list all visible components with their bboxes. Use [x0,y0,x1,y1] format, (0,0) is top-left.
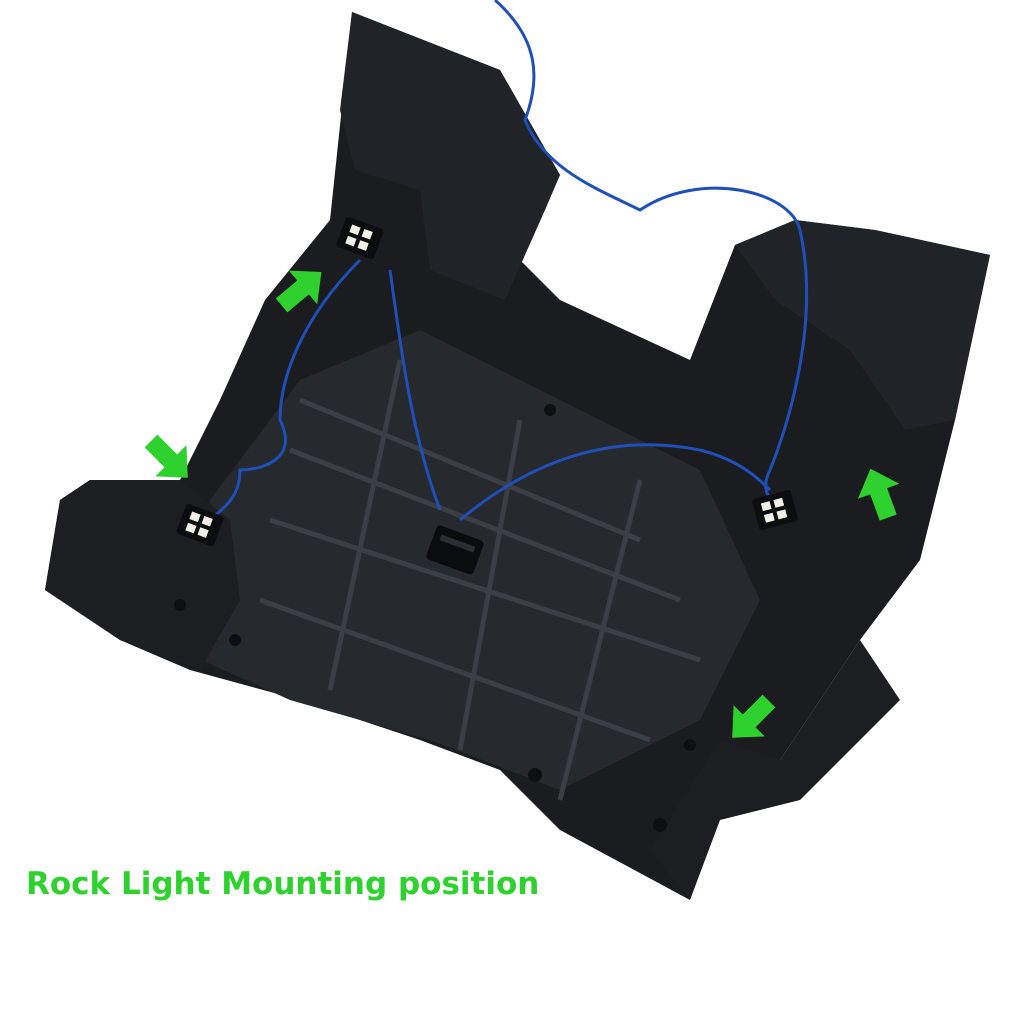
wire-center [388,269,442,511]
caption-text: Rock Light Mounting position [26,866,540,902]
floor-ribs [259,359,701,801]
mount-holes [174,404,696,832]
led-icon [760,497,788,523]
wiring [208,0,809,522]
rock-light-left [176,503,224,547]
marker-arrow-top-left [275,270,322,313]
rock-light-right [752,490,798,530]
left-wing [45,480,240,670]
connector-icon [426,525,484,575]
led-icon [185,511,213,538]
arrow-icon [275,270,322,313]
wire-middle-right [459,443,772,522]
rock-light-top-left [336,216,384,260]
arrow-icon [144,434,188,478]
right-tower [735,220,990,430]
left-tower [340,12,560,300]
wire-top [494,0,802,231]
wire-right [764,229,809,502]
marker-arrow-bottom-right [732,694,776,738]
marker-arrow-left [144,434,188,478]
marker-arrow-right [857,468,900,521]
wire-left [208,258,362,522]
led-icon [345,224,373,251]
arrow-icon [857,468,900,521]
right-wing [650,640,900,900]
markers [144,270,900,738]
arrow-icon [732,694,776,738]
